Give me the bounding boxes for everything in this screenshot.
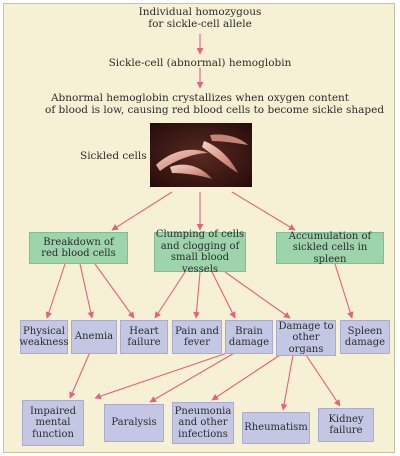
arrow-organs-to-rheumatism [280,354,294,411]
arrow-anemia-to-mental [69,351,91,399]
box-accumulation: Accumulation of sickled cells in spleen [276,231,384,265]
box-kidney-failure: Kidney failure [318,408,374,442]
allele-label: Individual homozygous for sickle-cell al… [100,6,300,30]
box-paralysis: Paralysis [104,404,164,442]
crystallize-label-line1: Abnormal hemoglobin crystallizes when ox… [50,92,350,104]
arrow-brain-to-paralysis [149,351,237,403]
arrow-breakdown-to-weakness [45,263,66,319]
box-impaired-mental: Impaired mental function [22,400,84,446]
crystallize-label: Abnormal hemoglobin crystallizes when ox… [45,92,385,116]
box-clumping: Clumping of cells and clogging of small … [154,229,246,275]
box-brain-damage: Brain damage [225,320,273,354]
box-anemia: Anemia [71,320,117,354]
box-spleen-damage: Spleen damage [340,320,390,354]
arrow-clumping-to-brain [211,271,236,319]
box-rheumatism: Rheumatism [242,412,310,444]
box-pneumonia: Pneumonia and other infections [172,402,234,444]
box-other-organs: Damage to other organs [276,320,336,356]
arrow-organs-to-pneumonia [211,354,281,401]
arrow-breakdown-to-anemia [79,263,94,319]
arrow-organs-to-kidney [305,354,341,407]
arrow-accumulation-to-spleen [334,263,354,319]
box-breakdown: Breakdown of red blood cells [29,232,128,264]
allele-label-line2: for sickle-cell allele [148,18,252,30]
arrow-breakdown-to-heart [94,263,135,319]
arrow-clumping-to-pain [193,271,201,319]
box-weakness: Physical weakness [19,320,69,354]
arrow-to-breakdown [111,191,173,231]
hemoglobin-label: Sickle-cell (abnormal) hemoglobin [108,57,292,69]
arrow-clumping-to-heart [154,271,186,319]
sickled-cells-image [150,123,252,187]
arrow-brain-to-mental [94,351,231,400]
box-pain-fever: Pain and fever [172,320,222,354]
box-heart-failure: Heart failure [120,320,168,354]
arrow-to-accumulation [231,191,296,231]
allele-label-line1: Individual homozygous [138,6,262,18]
sickled-cells-label: Sickled cells [80,150,147,162]
crystallize-label-line2: of blood is low, causing red blood cells… [45,104,385,116]
arrow-clumping-to-organs [224,271,291,319]
